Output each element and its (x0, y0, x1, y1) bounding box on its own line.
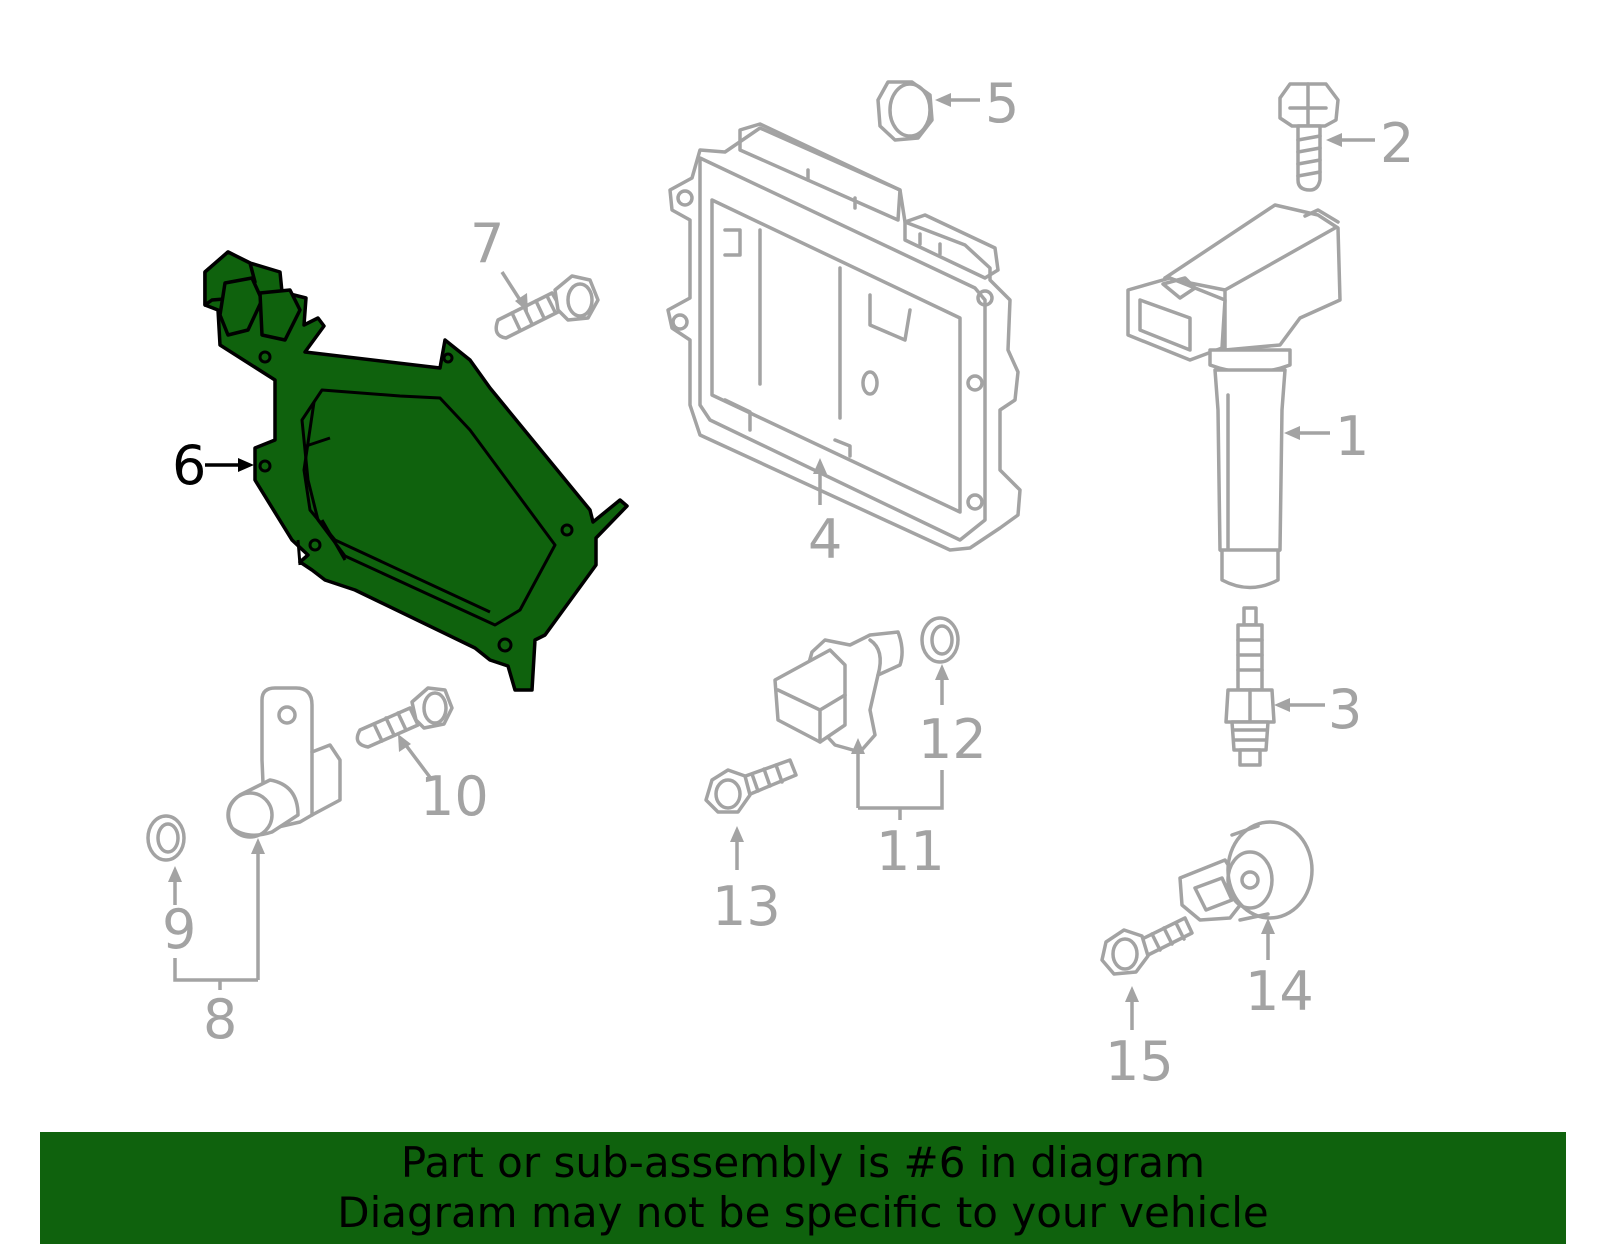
svg-text:1: 1 (1335, 405, 1369, 468)
part-8-position-sensor[interactable] (226, 686, 342, 839)
svg-text:13: 13 (712, 875, 781, 938)
callout-10: 10 (398, 734, 489, 828)
callout-14: 14 (1245, 918, 1314, 1023)
callout-8-9: 9 8 (162, 838, 265, 1051)
callout-13: 13 (712, 826, 781, 938)
svg-text:14: 14 (1245, 960, 1314, 1023)
svg-text:11: 11 (876, 820, 945, 883)
part-3-spark-plug[interactable] (1224, 606, 1276, 767)
callout-15: 15 (1105, 986, 1174, 1093)
callout-4: 4 (808, 458, 842, 571)
svg-text:4: 4 (808, 508, 842, 571)
part-1-ignition-coil[interactable] (1126, 203, 1342, 590)
callout-5: 5 (935, 72, 1019, 135)
callout-1: 1 (1284, 405, 1369, 468)
callout-7: 7 (470, 212, 528, 312)
part-4-ecu[interactable] (666, 122, 1022, 552)
banner-line-2: Diagram may not be specific to your vehi… (337, 1188, 1269, 1237)
svg-text:3: 3 (1328, 678, 1362, 741)
callout-11-12: 12 11 (851, 664, 987, 883)
info-banner: Part or sub-assembly is #6 in diagram Di… (40, 1132, 1566, 1244)
svg-text:7: 7 (470, 212, 504, 275)
part-12-o-ring[interactable] (920, 616, 960, 664)
part-10-bolt[interactable] (355, 686, 454, 749)
svg-text:15: 15 (1105, 1030, 1174, 1093)
svg-text:6: 6 (172, 434, 206, 497)
svg-text:8: 8 (203, 988, 237, 1051)
svg-text:12: 12 (918, 708, 987, 771)
svg-text:9: 9 (162, 898, 196, 961)
part-6-bracket[interactable] (203, 250, 629, 692)
svg-text:10: 10 (420, 765, 489, 828)
part-9-o-ring[interactable] (146, 814, 186, 862)
part-2-bolt[interactable] (1278, 82, 1340, 192)
callout-6: 6 (172, 434, 254, 497)
callout-2: 2 (1326, 112, 1414, 175)
part-13-bolt[interactable] (704, 758, 798, 814)
svg-text:2: 2 (1380, 112, 1414, 175)
callout-3: 3 (1274, 678, 1362, 741)
svg-text:5: 5 (985, 72, 1019, 135)
banner-line-1: Part or sub-assembly is #6 in diagram (400, 1138, 1206, 1187)
part-7-bolt[interactable] (494, 274, 600, 340)
part-11-sensor[interactable] (773, 630, 904, 754)
part-14-knock-sensor[interactable] (1178, 820, 1314, 922)
part-15-bolt[interactable] (1100, 916, 1194, 976)
part-5-nut[interactable] (876, 80, 934, 142)
